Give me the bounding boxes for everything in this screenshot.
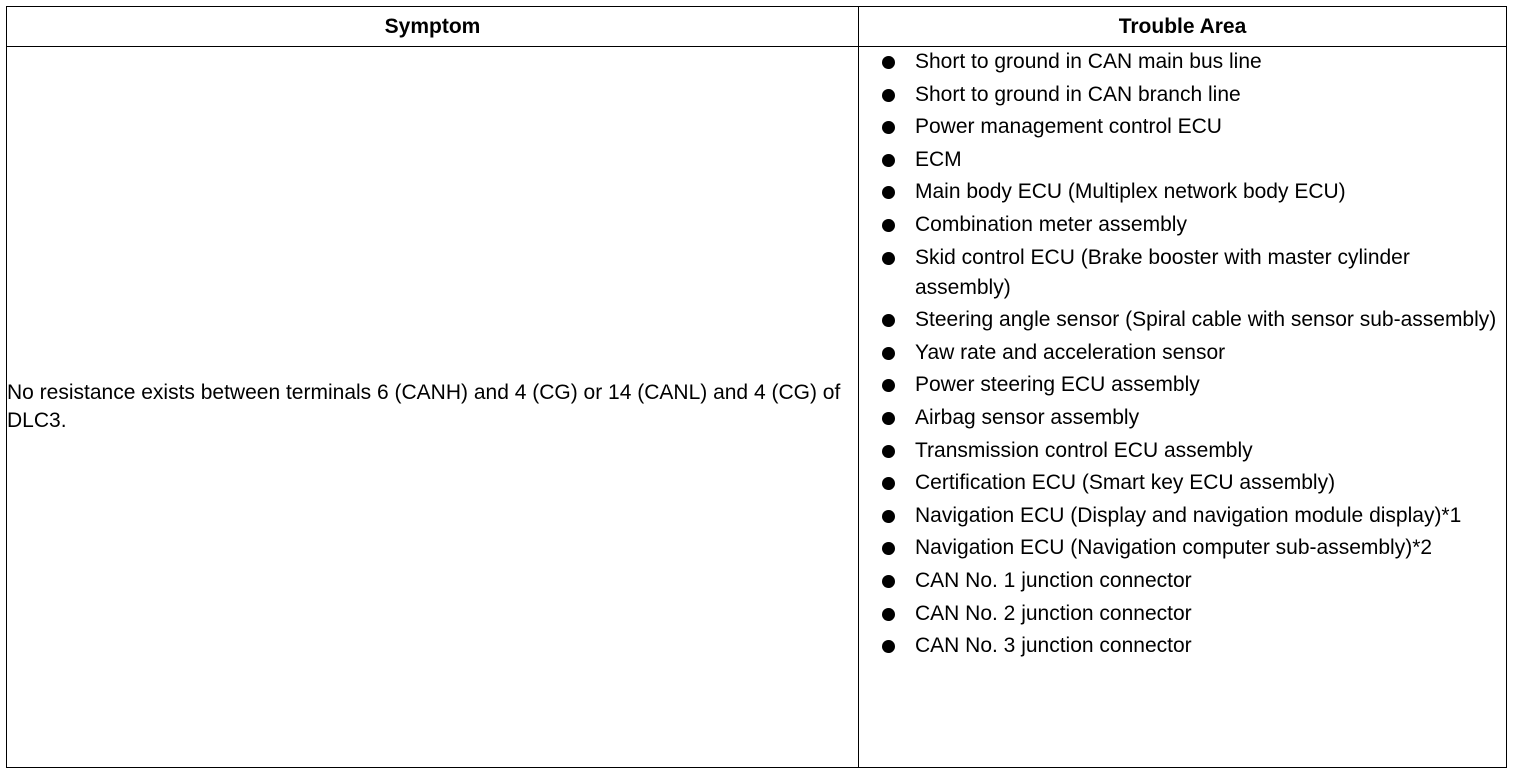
trouble-area-text: Steering angle sensor (Spiral cable with… [915, 308, 1497, 332]
trouble-area-text: Short to ground in CAN branch line [915, 82, 1241, 106]
bullet-icon [882, 379, 895, 393]
bullet-icon [882, 121, 895, 135]
bullet-icon [882, 186, 895, 200]
list-item: Navigation ECU (Display and navigation m… [859, 501, 1506, 531]
bullet-icon [882, 477, 895, 491]
list-item: Power management control ECU [859, 112, 1506, 142]
trouble-area-text: Power management control ECU [915, 115, 1222, 139]
list-item: Airbag sensor assembly [859, 403, 1506, 433]
trouble-area-text: Main body ECU (Multiplex network body EC… [915, 180, 1346, 204]
list-item: CAN No. 1 junction connector [859, 566, 1506, 596]
trouble-area-text: Power steering ECU assembly [915, 373, 1200, 397]
list-item: CAN No. 3 junction connector [859, 631, 1506, 661]
list-item: Yaw rate and acceleration sensor [859, 338, 1506, 368]
trouble-area-text: Combination meter assembly [915, 212, 1187, 236]
bullet-icon [882, 640, 895, 654]
table-header-row: Symptom Trouble Area [6, 6, 1507, 47]
list-item: Short to ground in CAN main bus line [859, 47, 1506, 77]
trouble-area-text: Short to ground in CAN main bus line [915, 50, 1262, 73]
bullet-icon [882, 574, 895, 588]
bullet-icon [882, 444, 895, 458]
table-row: No resistance exists between terminals 6… [6, 46, 1507, 768]
trouble-area-text: Skid control ECU (Brake booster with mas… [915, 245, 1410, 299]
list-item: Navigation ECU (Navigation computer sub-… [859, 533, 1506, 563]
column-header-trouble-area: Trouble Area [858, 6, 1507, 47]
bullet-icon [882, 346, 895, 360]
trouble-area-text: Yaw rate and acceleration sensor [915, 340, 1226, 364]
trouble-area-text: ECM [915, 147, 962, 171]
trouble-area-text: CAN No. 1 junction connector [915, 568, 1192, 592]
bullet-icon [882, 542, 895, 556]
list-item: Short to ground in CAN branch line [859, 80, 1506, 110]
list-item: CAN No. 2 junction connector [859, 599, 1506, 629]
symptom-trouble-table: Symptom Trouble Area No resistance exist… [6, 6, 1507, 768]
trouble-area-text: CAN No. 3 junction connector [915, 634, 1192, 658]
list-item: Skid control ECU (Brake booster with mas… [859, 243, 1506, 303]
list-item: Combination meter assembly [859, 210, 1506, 240]
symptom-cell: No resistance exists between terminals 6… [6, 46, 859, 768]
list-item: Steering angle sensor (Spiral cable with… [859, 305, 1506, 335]
trouble-area-text: CAN No. 2 junction connector [915, 601, 1192, 625]
trouble-area-text: Navigation ECU (Navigation computer sub-… [915, 536, 1433, 560]
bullet-icon [882, 153, 895, 167]
bullet-icon [882, 56, 895, 69]
bullet-icon [882, 251, 895, 265]
trouble-area-text: Certification ECU (Smart key ECU assembl… [915, 471, 1336, 495]
bullet-icon [882, 88, 895, 102]
trouble-area-text: Transmission control ECU assembly [915, 438, 1253, 462]
bullet-icon [882, 218, 895, 232]
column-header-symptom: Symptom [6, 6, 859, 47]
bullet-icon [882, 509, 895, 523]
list-item: Main body ECU (Multiplex network body EC… [859, 177, 1506, 207]
bullet-icon [882, 411, 895, 425]
list-item: ECM [859, 145, 1506, 175]
list-item: Transmission control ECU assembly [859, 436, 1506, 466]
trouble-area-text: Airbag sensor assembly [915, 405, 1140, 429]
list-item: Certification ECU (Smart key ECU assembl… [859, 468, 1506, 498]
list-item: Power steering ECU assembly [859, 370, 1506, 400]
trouble-area-text: Navigation ECU (Display and navigation m… [915, 503, 1462, 527]
bullet-icon [882, 314, 895, 328]
bullet-icon [882, 607, 895, 621]
